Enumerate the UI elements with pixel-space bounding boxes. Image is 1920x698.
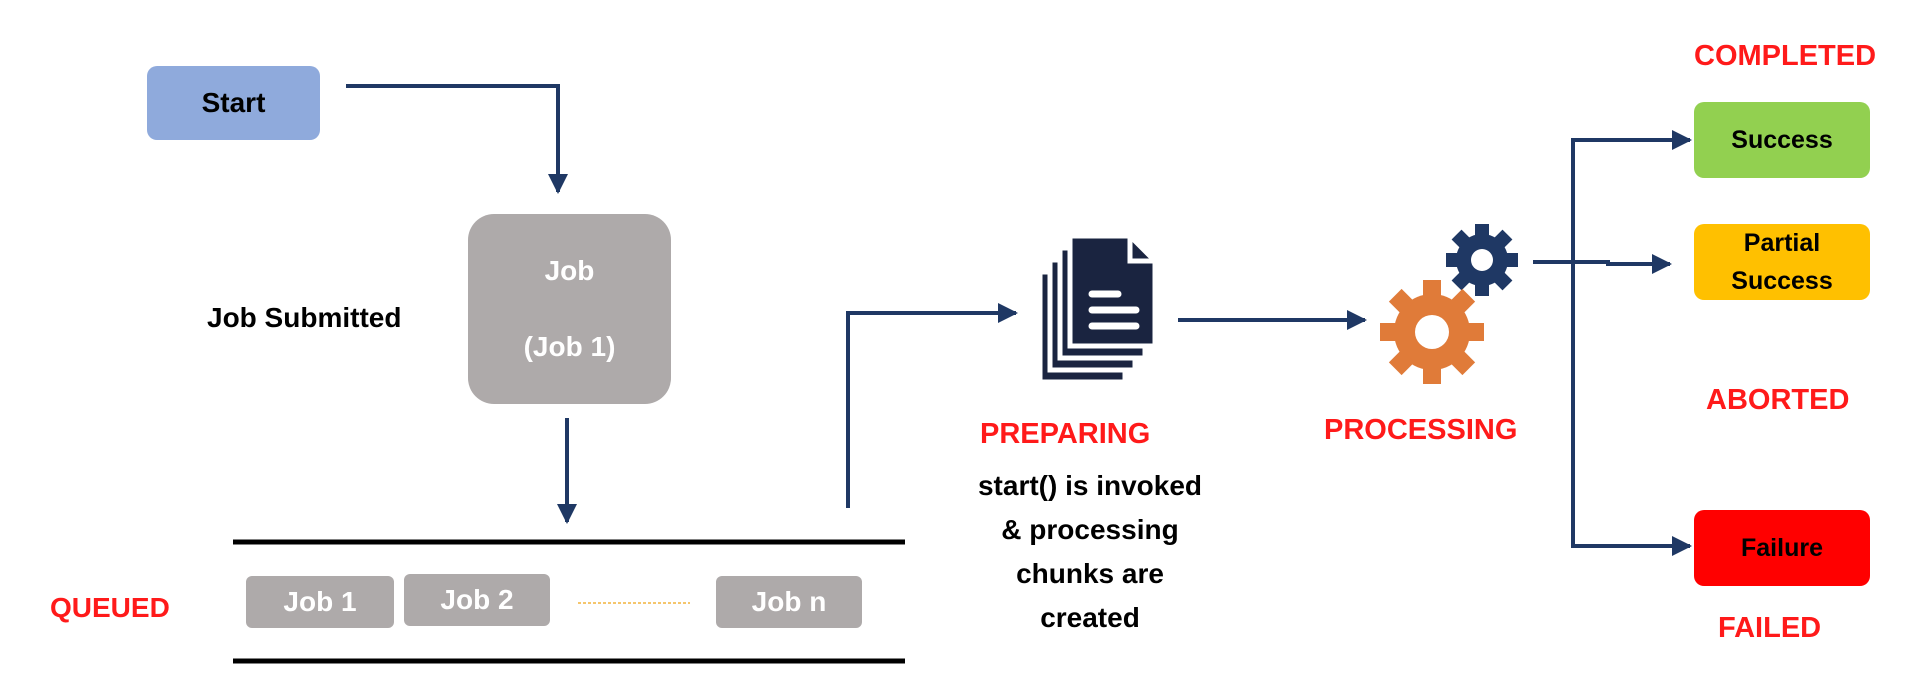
preparing-desc-line: start() is invoked	[977, 470, 1203, 501]
start-box: Start	[147, 66, 320, 140]
queue-item-job-n: Job n	[716, 576, 862, 628]
preparing-desc-line: chunks are	[1016, 558, 1164, 589]
aborted-state-label: ABORTED	[1706, 384, 1850, 416]
arrow-queue-to-preparing	[846, 303, 1018, 508]
success-label: Success	[1731, 125, 1833, 154]
failure-label: Failure	[1741, 533, 1823, 562]
job-box: Job (Job 1)	[468, 214, 671, 404]
processing-state-label: PROCESSING	[1324, 414, 1518, 446]
completed-state-label: COMPLETED	[1694, 40, 1877, 72]
partial-label-line1: Partial	[1743, 229, 1821, 257]
failed-state-label: FAILED	[1718, 612, 1822, 644]
partial-success-box: Partial Success	[1694, 224, 1870, 300]
failure-box: Failure	[1694, 510, 1870, 586]
queue-item-job-1: Job 1	[246, 576, 394, 628]
partial-label-line2: Success	[1731, 267, 1833, 295]
preparing-description: start() is invoked & processing chunks a…	[940, 464, 1240, 640]
queue-item-job-2: Job 2	[404, 574, 550, 626]
queue-item-label: Job n	[751, 586, 827, 617]
queued-state-label: QUEUED	[50, 592, 170, 623]
arrow-start-to-job	[346, 84, 568, 194]
queue-item-label: Job 1	[283, 586, 357, 617]
start-label: Start	[201, 87, 266, 118]
preparing-desc-line: created	[1040, 602, 1140, 633]
job-box-title: Job	[544, 255, 595, 286]
document-stack-icon	[1037, 233, 1158, 385]
preparing-state-label: PREPARING	[980, 418, 1151, 450]
job-box-subtitle: (Job 1)	[523, 331, 616, 362]
preparing-desc-line: & processing	[1001, 514, 1179, 545]
gears-icon	[1380, 224, 1518, 384]
queue-item-label: Job 2	[440, 584, 514, 615]
arrow-to-failure	[1571, 262, 1692, 556]
job-submitted-label: Job Submitted	[207, 302, 402, 333]
arrow-to-success	[1571, 130, 1692, 262]
success-box: Success	[1694, 102, 1870, 178]
